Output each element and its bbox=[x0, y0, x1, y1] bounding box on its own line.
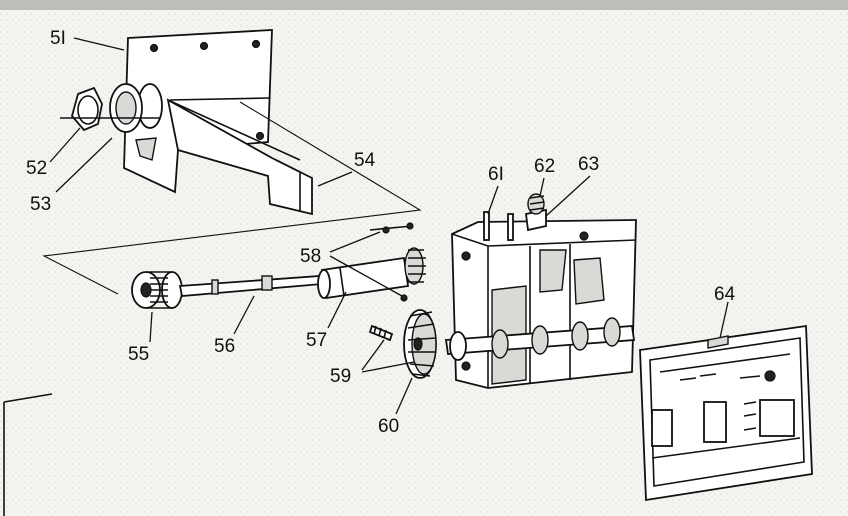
label-54: 54 bbox=[354, 150, 376, 171]
label-63: 63 bbox=[578, 154, 599, 175]
leader-59 bbox=[361, 339, 415, 373]
leader-64 bbox=[719, 301, 729, 339]
part-52-nut bbox=[60, 86, 160, 132]
label-55: 55 bbox=[128, 344, 149, 365]
leader-62 bbox=[539, 177, 545, 197]
part-60-gear bbox=[403, 309, 437, 379]
leader-53 bbox=[55, 137, 113, 193]
part-62-adjuster bbox=[525, 193, 547, 232]
part-53-washer bbox=[109, 83, 143, 133]
leader-57 bbox=[327, 291, 347, 329]
label-62: 62 bbox=[534, 156, 555, 177]
reference-plane-line bbox=[42, 101, 422, 295]
leader-55 bbox=[149, 311, 153, 343]
part-61-terminals bbox=[483, 211, 514, 241]
switch-housing bbox=[444, 219, 637, 389]
part-55-bushing bbox=[131, 271, 183, 309]
part-64-cover bbox=[639, 324, 813, 502]
leader-56 bbox=[233, 295, 255, 335]
scan-top-edge bbox=[0, 0, 848, 10]
part-58-pins bbox=[369, 222, 426, 302]
part-54-bracket bbox=[166, 98, 313, 216]
leader-52 bbox=[49, 127, 81, 163]
label-53: 53 bbox=[30, 194, 51, 215]
leader-lines bbox=[49, 37, 729, 415]
leader-58 bbox=[329, 231, 403, 297]
label-61: 6I bbox=[488, 164, 504, 185]
part-51-mounting-plate bbox=[123, 29, 273, 194]
label-51: 5I bbox=[50, 28, 66, 49]
part-59-screw bbox=[368, 324, 394, 342]
part-labels: 5I 52 53 54 55 56 57 58 59 60 6I 62 63 6… bbox=[26, 28, 736, 437]
label-59: 59 bbox=[330, 366, 351, 387]
leader-60 bbox=[395, 377, 413, 415]
leader-54 bbox=[317, 171, 353, 187]
label-56: 56 bbox=[214, 336, 235, 357]
label-52: 52 bbox=[26, 158, 47, 179]
corner-mark bbox=[3, 393, 53, 516]
leader-51 bbox=[73, 37, 125, 51]
label-58: 58 bbox=[300, 246, 321, 267]
label-64: 64 bbox=[714, 284, 736, 305]
label-60: 60 bbox=[378, 416, 399, 437]
leader-63 bbox=[545, 175, 591, 217]
label-57: 57 bbox=[306, 330, 327, 351]
leader-61 bbox=[487, 185, 499, 215]
